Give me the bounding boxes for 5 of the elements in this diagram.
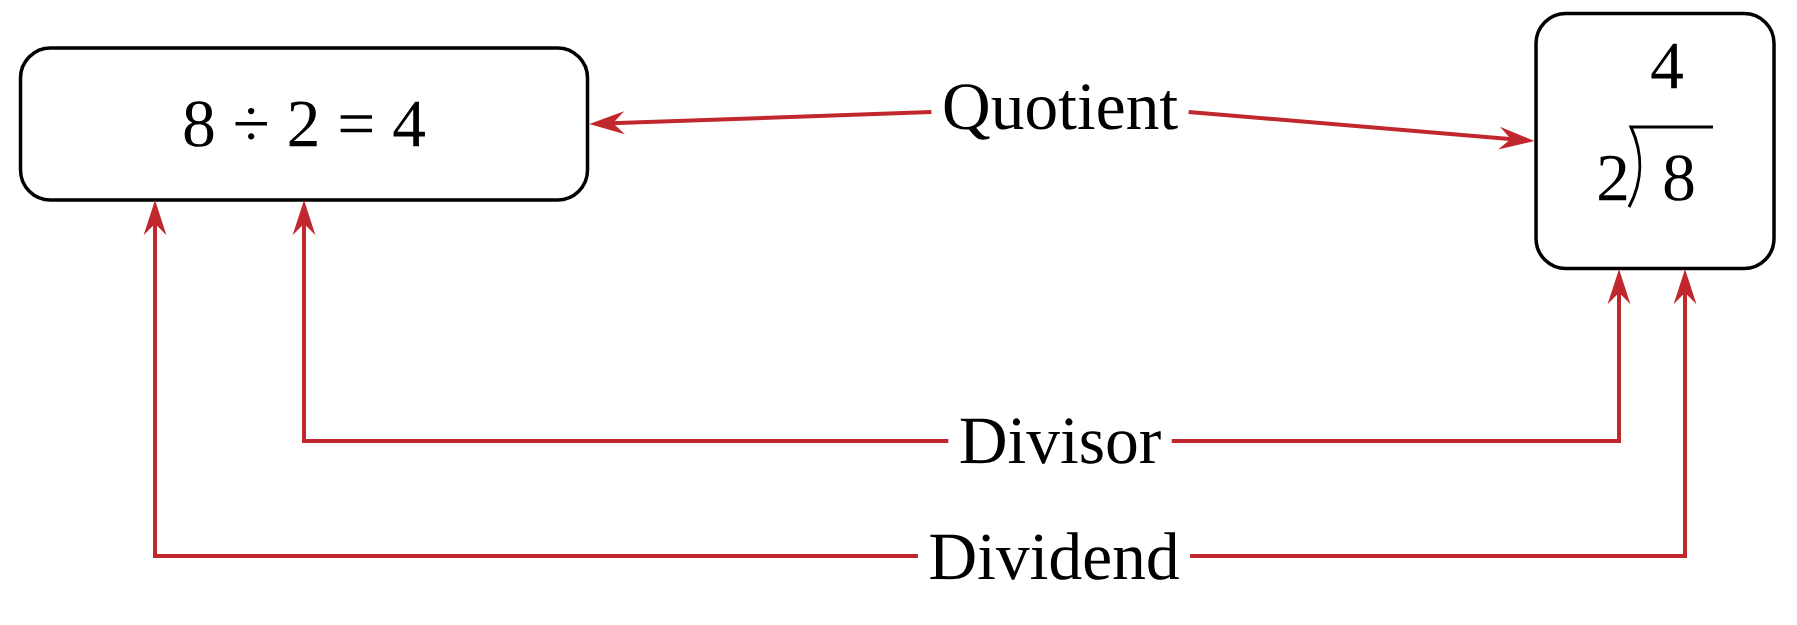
term-label: Quotient <box>944 84 1178 140</box>
equation-box: 8 ÷ 2 = 4 <box>18 46 590 202</box>
long-division-box: 4 2 8 <box>1534 11 1776 271</box>
term-label: Dividend <box>930 532 1179 580</box>
term-label: Divisor <box>960 418 1161 464</box>
